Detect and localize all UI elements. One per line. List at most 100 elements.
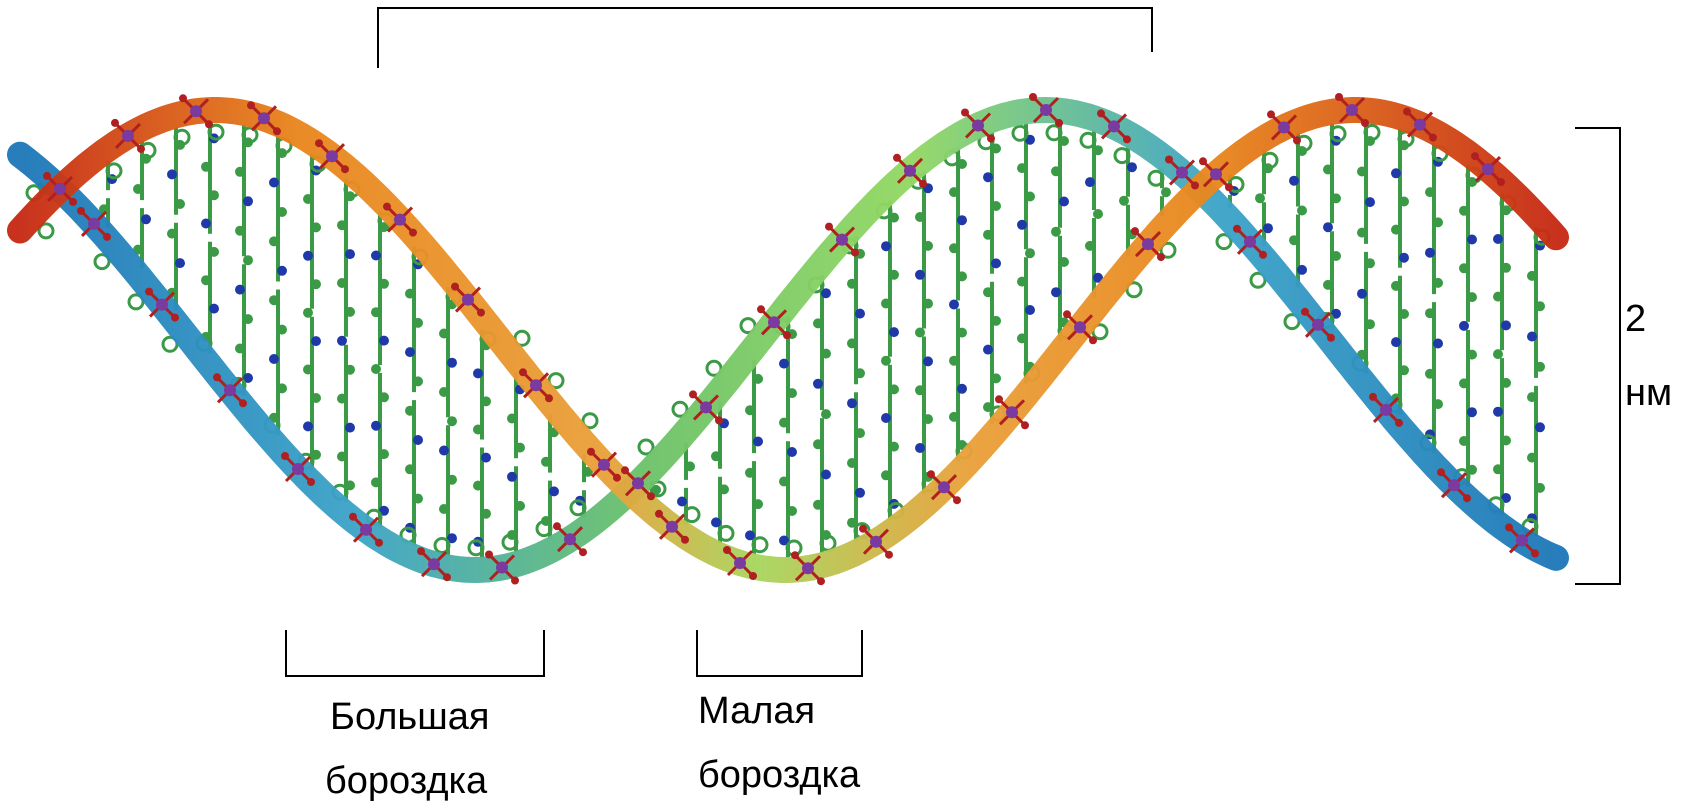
carbon-atom — [847, 458, 857, 468]
carbon-atom — [337, 220, 347, 230]
nitrogen-atom — [881, 413, 891, 423]
phosphorus-atom — [1516, 534, 1528, 546]
oxygen-atom — [349, 513, 357, 521]
oxygen-atom — [961, 109, 969, 117]
nitrogen-atom — [915, 443, 925, 453]
carbon-atom — [1093, 209, 1103, 219]
oxygen-atom — [179, 94, 187, 102]
carbon-atom — [1365, 258, 1375, 268]
carbon-atom — [269, 295, 279, 305]
carbon-atom — [1501, 263, 1511, 273]
oxygen-atom — [171, 314, 179, 322]
oxygen-atom — [919, 180, 927, 188]
phosphorus-atom — [598, 459, 610, 471]
carbon-atom — [481, 396, 491, 406]
carbon-atom — [719, 484, 729, 494]
oxygen-atom — [111, 119, 119, 127]
carbon-atom — [1365, 319, 1375, 329]
oxygen-atom — [485, 551, 493, 559]
carbon-atom — [1255, 193, 1265, 203]
nitrogen-atom — [983, 345, 993, 355]
nitrogen-atom — [1467, 235, 1477, 245]
nitrogen-atom — [1425, 248, 1435, 258]
nitrogen-atom — [277, 266, 287, 276]
carbon-atom — [745, 405, 755, 415]
carbon-atom — [1433, 217, 1443, 227]
carbon-atom — [167, 229, 177, 239]
oxygen-atom — [383, 203, 391, 211]
oxygen-atom — [613, 474, 621, 482]
nitrogen-atom — [847, 398, 857, 408]
carbon-atom — [753, 499, 763, 509]
carbon-atom — [923, 241, 933, 251]
nitrogen-atom — [243, 196, 253, 206]
phosphorus-atom — [938, 481, 950, 493]
carbon-atom — [855, 428, 865, 438]
oxygen-atom — [783, 331, 791, 339]
phosphorus-atom — [904, 165, 916, 177]
oxygen-atom — [205, 120, 213, 128]
nitrogen-atom — [447, 358, 457, 368]
carbon-atom — [1059, 257, 1069, 267]
nitrogen-atom — [1059, 197, 1069, 207]
nitrogen-atom — [779, 359, 789, 369]
nitrogen-atom — [711, 517, 721, 527]
carbon-atom — [1289, 235, 1299, 245]
oxygen-atom — [519, 368, 527, 376]
carbon-atom — [201, 275, 211, 285]
carbon-atom — [957, 328, 967, 338]
nitrogen-atom — [855, 309, 865, 319]
nitrogen-atom — [881, 241, 891, 251]
nitrogen-atom — [345, 423, 355, 433]
nitrogen-atom — [311, 336, 321, 346]
carbon-atom — [1017, 277, 1027, 287]
carbon-atom — [1493, 464, 1503, 474]
carbon-atom — [1391, 225, 1401, 235]
phosphorus-atom — [1108, 120, 1120, 132]
carbon-atom — [1459, 206, 1469, 216]
nitrogen-atom — [1527, 332, 1537, 342]
nitrogen-atom — [1467, 407, 1477, 417]
oxygen-atom — [655, 510, 663, 518]
oxygen-atom — [43, 172, 51, 180]
phosphorus-atom — [428, 558, 440, 570]
carbon-atom — [1025, 192, 1035, 202]
carbon-atom — [1467, 292, 1477, 302]
nitrogen-atom — [1289, 176, 1299, 186]
oxygen-atom — [545, 394, 553, 402]
carbon-atom — [413, 494, 423, 504]
carbon-atom — [1493, 349, 1503, 359]
phosphorus-atom — [530, 379, 542, 391]
carbon-atom — [1017, 333, 1027, 343]
oxygen-atom — [1267, 110, 1275, 118]
oxygen-atom — [1471, 152, 1479, 160]
oxygen-atom — [825, 223, 833, 231]
carbon-atom — [243, 314, 253, 324]
carbon-atom — [855, 368, 865, 378]
phosphorus-atom — [258, 112, 270, 124]
carbon-atom — [1493, 292, 1503, 302]
carbon-atom — [175, 199, 185, 209]
carbon-atom — [991, 201, 1001, 211]
phosphorus-atom — [326, 150, 338, 162]
oxygen-atom — [1157, 253, 1165, 261]
carbon-atom — [337, 278, 347, 288]
carbon-atom — [881, 470, 891, 480]
carbon-atom — [515, 443, 525, 453]
nitrogen-atom — [1493, 407, 1503, 417]
oxygen-atom — [621, 466, 629, 474]
carbon-atom — [949, 356, 959, 366]
oxygen-atom — [859, 525, 867, 533]
carbon-atom — [1433, 399, 1443, 409]
nitrogen-atom — [813, 379, 823, 389]
nitrogen-atom — [439, 446, 449, 456]
phosphorus-atom — [1040, 104, 1052, 116]
oxygen-atom — [723, 546, 731, 554]
phosphorus-atom — [1346, 104, 1358, 116]
oxygen-atom — [893, 154, 901, 162]
carbon-atom — [405, 464, 415, 474]
carbon-atom — [1399, 309, 1409, 319]
nitrogen-atom — [991, 258, 1001, 268]
nitrogen-atom — [1433, 339, 1443, 349]
carbon-atom — [1501, 436, 1511, 446]
